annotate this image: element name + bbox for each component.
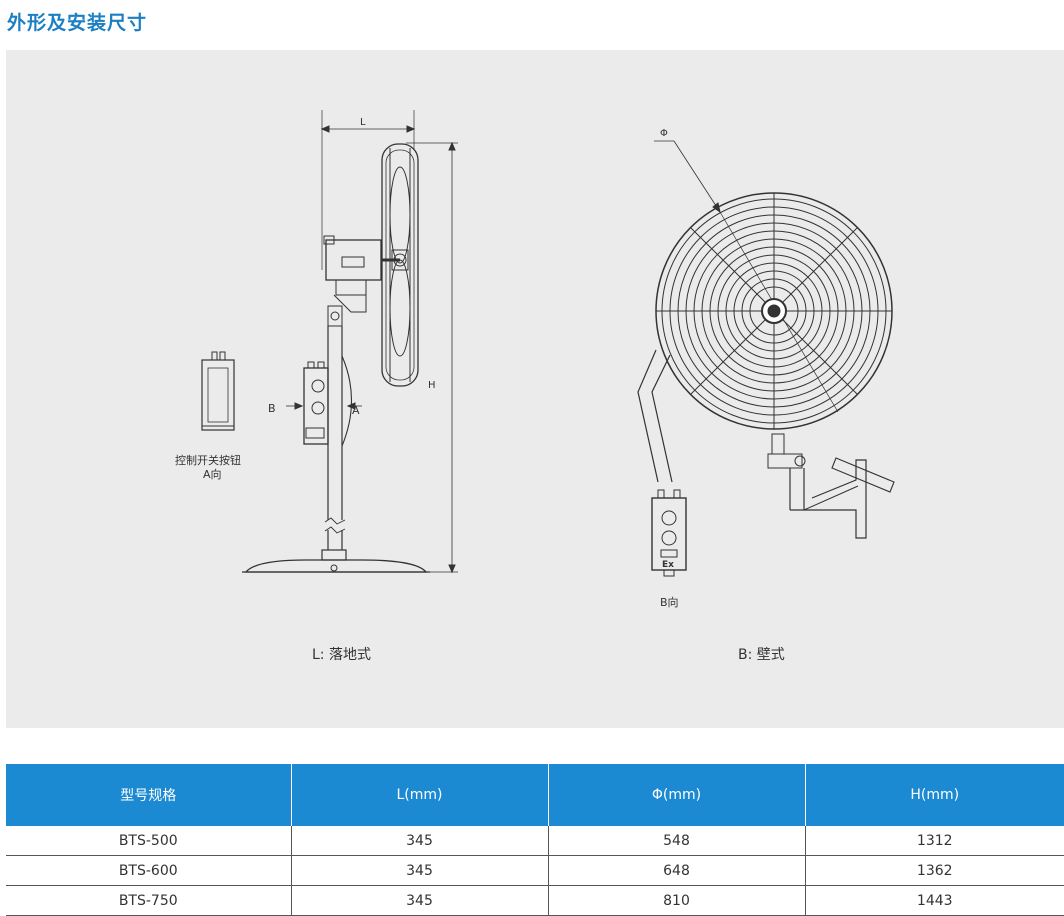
cell-h: 1362: [805, 855, 1064, 886]
dimension-h-label: H: [428, 380, 436, 391]
header-phi: Φ(mm): [548, 764, 806, 826]
cell-l: 345: [291, 826, 549, 856]
cell-h: 1443: [805, 885, 1064, 916]
floor-stand-caption: L: 落地式: [312, 647, 371, 663]
cell-phi: 810: [548, 885, 806, 916]
dimension-phi-label: Φ: [660, 128, 668, 139]
cell-model: BTS-600: [6, 855, 292, 886]
cell-model: BTS-750: [6, 885, 292, 916]
spec-table: 型号规格 L(mm) Φ(mm) H(mm) BTS-500 345 548 1…: [6, 764, 1064, 916]
wall-mount-caption: B: 壁式: [738, 647, 785, 663]
cell-h: 1312: [805, 826, 1064, 856]
switch-view-caption: A向: [203, 467, 222, 481]
view-marker-b: B: [268, 402, 276, 415]
view-marker-a: A: [352, 404, 360, 417]
cell-phi: 548: [548, 826, 806, 856]
cell-model: BTS-500: [6, 826, 292, 856]
cell-phi: 648: [548, 855, 806, 886]
technical-drawing: L H B A 控制开关按钮 A向 Φ Ex B向: [175, 110, 895, 609]
dimension-l-label: L: [360, 117, 366, 128]
page-title: 外形及安装尺寸: [7, 13, 148, 34]
cell-l: 345: [291, 855, 549, 886]
dimension-drawing-panel: L H B A 控制开关按钮 A向 Φ Ex B向 L: 落地式 B: 壁式: [6, 50, 1064, 728]
table-header-row: 型号规格 L(mm) Φ(mm) H(mm): [6, 764, 1064, 826]
switch-caption: 控制开关按钮: [175, 453, 241, 467]
header-model: 型号规格: [6, 764, 292, 826]
cell-l: 345: [291, 885, 549, 916]
table-row: BTS-500 345 548 1312: [6, 826, 1064, 856]
table-row: BTS-750 345 810 1443: [6, 885, 1064, 916]
header-l: L(mm): [291, 764, 549, 826]
table-row: BTS-600 345 648 1362: [6, 855, 1064, 886]
b-view-caption: B向: [660, 595, 679, 609]
wall-mount-fan-drawing: [637, 140, 895, 577]
ex-mark: Ex: [662, 560, 674, 570]
floor-stand-fan-drawing: [201, 110, 458, 574]
header-h: H(mm): [805, 764, 1064, 826]
